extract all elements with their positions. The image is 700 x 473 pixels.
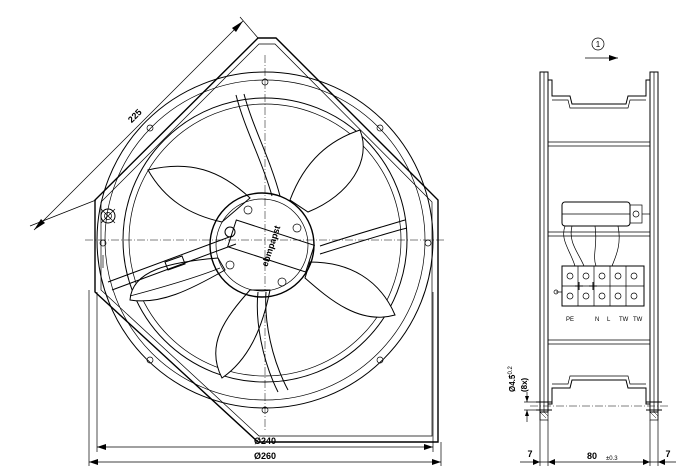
mounting-hole: [146, 124, 154, 132]
dim-240-label: Ø240: [254, 436, 276, 446]
mounting-hole: [424, 239, 432, 247]
strut-left-cable: [107, 235, 237, 291]
hub-inner: [215, 198, 309, 292]
terminal-label-n: N: [595, 317, 599, 323]
dimension-260: Ø260: [88, 290, 442, 466]
flange-left-label: 7: [527, 449, 532, 459]
flow-direction-marker: 1: [585, 37, 618, 61]
mounting-hole: [146, 356, 154, 364]
mounting-hole: [99, 239, 107, 247]
fan-blade-4: [215, 289, 271, 379]
mounting-hole: [261, 78, 269, 86]
housing-outline: [94, 37, 439, 443]
hole-count-label: (8x): [520, 377, 529, 392]
wires: [563, 225, 620, 267]
terminal-label-pe: PE: [566, 317, 574, 323]
terminal-label-l: L: [607, 317, 611, 323]
fan-blade-1: [147, 165, 251, 223]
screw-hole: [243, 205, 253, 215]
cable-sleeve: [164, 255, 186, 271]
side-view: PE N L TW TW 1: [530, 37, 668, 421]
flow-marker-label: 1: [596, 40, 601, 49]
mounting-hole: [261, 406, 269, 414]
strut-bottom: [256, 291, 289, 393]
fan-blade-5: [129, 257, 226, 302]
hub-screws: [224, 205, 302, 287]
screw-hole: [277, 277, 287, 287]
hole-tol-label: +0.2: [508, 365, 514, 378]
mounting-hole-section: [536, 401, 662, 411]
dim-225-label: 225: [126, 107, 144, 125]
depth-label: 80: [587, 451, 597, 461]
terminal-labels: PE N L TW TW: [566, 317, 643, 323]
dimension-side: 7 80 ±0.3 7: [520, 412, 676, 466]
terminal-label-tw1: TW: [619, 317, 629, 323]
brand-label: ebmpapst: [260, 224, 283, 268]
top-profile: [548, 79, 650, 105]
cable-gland-icon: [100, 208, 116, 224]
bottom-profile: [548, 379, 650, 405]
dimension-hole: Ø4.5 +0.2 (8x): [508, 365, 540, 422]
mounting-hole: [376, 356, 384, 364]
fan-blade-2: [289, 129, 364, 213]
strut-lower-left: [129, 267, 221, 297]
dim-260-label: Ø260: [254, 451, 276, 461]
mounting-holes: [99, 78, 432, 414]
hub: [209, 192, 315, 298]
strut-right: [319, 219, 408, 255]
terminal-label-tw2: TW: [633, 317, 643, 323]
strut-top: [235, 93, 281, 197]
front-view: ebmpapst: [85, 37, 445, 443]
depth-tol-label: ±0.3: [606, 456, 618, 462]
mounting-hole: [376, 124, 384, 132]
hub-label-plate: [227, 219, 315, 273]
flange-right-label: 7: [665, 449, 670, 459]
dimension-240: Ø240: [96, 292, 434, 452]
hole-dia-label: Ø4.5: [508, 374, 517, 392]
fan-blade-3: [304, 261, 396, 318]
terminal-block: [553, 265, 645, 307]
screw-hole: [292, 223, 302, 233]
screw-hole: [225, 260, 235, 270]
cable-gland-hub: [224, 226, 236, 238]
